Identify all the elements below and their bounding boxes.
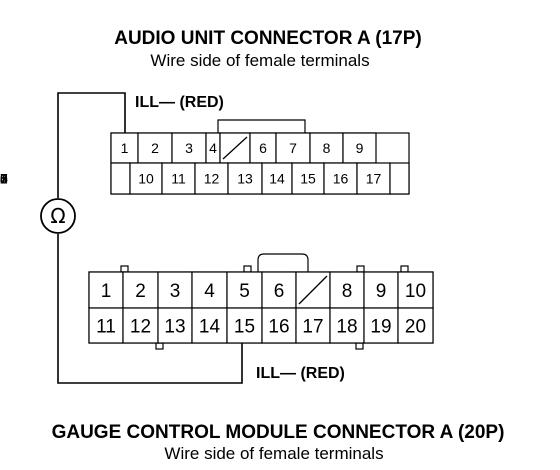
pin-number: 19: [370, 317, 391, 338]
pin-cell: [275, 132, 311, 164]
pin-cell: [161, 162, 196, 195]
gauge-connector-row-2: 11 12 13 14 15 16 17 18 19 20: [88, 307, 434, 344]
pin-number: 11: [171, 171, 186, 187]
pin-number: 17: [366, 171, 382, 187]
pin-cell: [329, 271, 365, 309]
pin-number: 14: [199, 317, 221, 338]
pin-number: 9: [376, 281, 387, 302]
pin-number: 16: [268, 317, 289, 338]
pin-number: 14: [0, 171, 8, 187]
pin-cell: [295, 307, 331, 344]
pin-number: 8: [342, 281, 353, 302]
pin-number: 3: [185, 140, 193, 156]
pin-number: 15: [300, 171, 316, 187]
gauge-connector-subtitle: Wire side of female terminals: [164, 444, 383, 463]
pin-number: 11: [96, 317, 116, 338]
pin-number: 5: [239, 281, 250, 302]
pin-cell: [226, 271, 263, 309]
pin-cell: [309, 132, 344, 164]
pin-cell: [356, 162, 391, 195]
pin-number: 17: [0, 171, 8, 187]
pin-number: 3: [170, 281, 181, 302]
pin-cell: [88, 307, 124, 344]
pin-cell: [397, 271, 434, 309]
audio-connector-row-2: 10111213141516171011121314151617: [0, 162, 410, 195]
gauge-wire-label: ILL— (RED): [256, 365, 345, 382]
pin-cell: [249, 132, 277, 164]
ohm-symbol: Ω: [50, 204, 65, 228]
gauge-connector-title: GAUGE CONTROL MODULE CONNECTOR A (20P): [52, 422, 505, 443]
pin-number: 8: [323, 140, 331, 156]
pin-number: 4: [204, 281, 215, 302]
pin-number: 13: [237, 171, 253, 187]
pin-number: 13: [164, 317, 185, 338]
meter-wiring: [57, 92, 243, 384]
pin-number: 1: [121, 140, 129, 156]
pin-cell: [397, 307, 434, 344]
pin-cell: [171, 132, 207, 164]
pin-number: 14: [269, 171, 285, 187]
pin-number: 6: [259, 140, 267, 156]
unused-cavity-mark: [222, 136, 248, 160]
pin-number: 16: [0, 171, 8, 187]
gauge-connector-row-1: 1 2 3 4 5 6 8 9 10: [88, 271, 434, 309]
pin-cell: [194, 162, 229, 195]
pin-number: 2: [135, 281, 146, 302]
pin-number: 11: [0, 171, 7, 187]
ohmmeter-icon: Ω: [40, 198, 76, 234]
audio-wire-label: ILL— (RED): [135, 94, 224, 111]
pin-number: 7: [289, 140, 297, 156]
pin-number: 12: [130, 317, 151, 338]
pin-number: 2: [151, 140, 159, 156]
pin-cell: [389, 162, 410, 195]
pin-number: 16: [333, 171, 349, 187]
pin-number: 15: [234, 317, 255, 338]
pin-cell: [363, 307, 399, 344]
audio-connector-title: AUDIO UNIT CONNECTOR A (17P): [114, 28, 422, 49]
pin-number: 9: [356, 140, 364, 156]
pin-cell: [122, 307, 159, 344]
pin-number: 4: [209, 140, 217, 156]
pin-number: 15: [0, 171, 8, 187]
pin-cell: [129, 162, 163, 195]
pin-cell: [110, 162, 131, 195]
pin-number: 13: [0, 171, 8, 187]
pin-number: 10: [0, 171, 8, 187]
pin-number: 12: [0, 171, 8, 187]
pin-number: 18: [336, 317, 357, 338]
pin-cell: [137, 132, 173, 164]
audio-connector-subtitle: Wire side of female terminals: [150, 51, 369, 70]
pin-number: 10: [138, 171, 154, 187]
pin-number: 20: [405, 317, 426, 338]
pin-cell: [261, 307, 297, 344]
pin-number: 1: [101, 281, 112, 302]
pin-cell: [157, 307, 193, 344]
pin-number: 10: [405, 281, 426, 302]
pin-number: 17: [302, 317, 323, 338]
pin-number: 12: [204, 171, 220, 187]
pin-number: 6: [274, 281, 285, 302]
pin-cell: [191, 307, 228, 344]
unused-cavity-mark: [298, 275, 328, 305]
